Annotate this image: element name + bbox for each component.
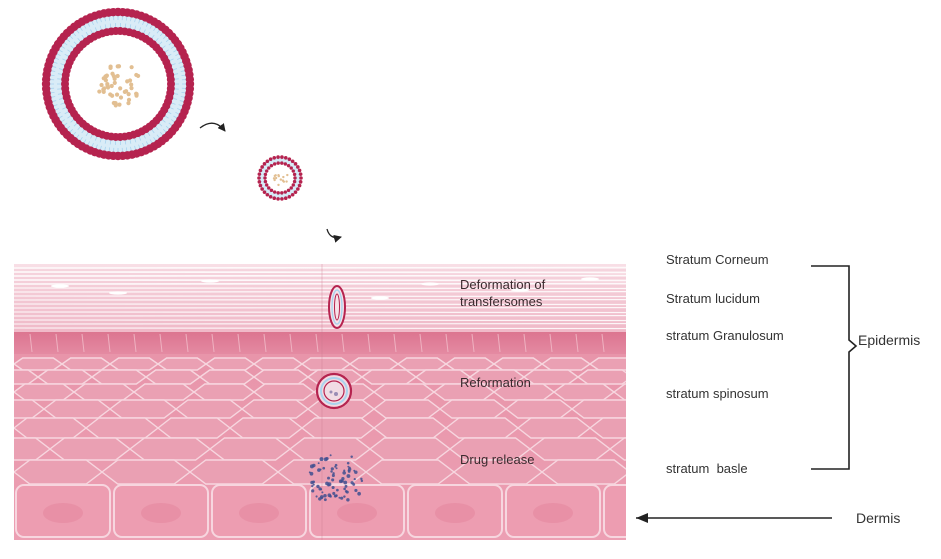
label-deformation-line2: transfersomes [460,294,542,310]
label-stratum-lucidum: Stratum lucidum [666,291,760,307]
label-stratum-spinosum: stratum spinosum [666,386,769,402]
label-stratum-basle: stratum basle [666,461,748,477]
epidermis-bracket [811,266,856,469]
curved-arrow-2 [327,229,341,238]
label-stratum-granulosum: stratum Granulosum [666,328,784,344]
reformed-transfersome [317,374,351,408]
basale-cells [16,485,698,537]
deformed-transfersome [329,286,345,328]
label-epidermis: Epidermis [858,332,920,348]
label-stratum-corneum: Stratum Corneum [666,252,769,268]
stratum-granulosum-band [14,332,626,354]
label-dermis: Dermis [856,510,900,526]
dermis-arrow-head [636,513,648,523]
label-deformation-line1: Deformation of [460,277,545,293]
transfersome-vesicle-large [42,8,194,160]
transfersome-vesicle-small [257,155,303,200]
label-drug-release: Drug release [460,452,534,468]
skin-cross-section [0,264,718,540]
label-reformation: Reformation [460,375,531,391]
curved-arrow-1 [200,123,225,131]
